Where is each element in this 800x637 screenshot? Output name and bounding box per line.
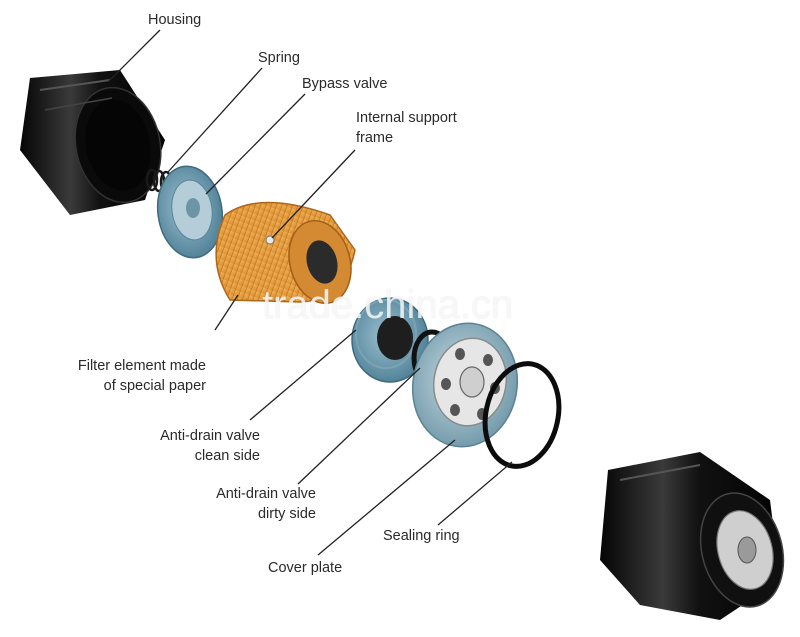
label-filter-element: Filter element made of special paper: [78, 356, 206, 396]
label-cover-plate: Cover plate: [268, 560, 343, 576]
label-anti-drain-valve-clean-line1: Anti-drain valve: [160, 428, 260, 444]
label-anti-drain-valve-clean-line2: clean side: [194, 448, 260, 464]
anti-drain-valve-clean-part: [351, 297, 429, 383]
label-internal-support-frame-line2: frame: [356, 130, 394, 146]
label-filter-element-line1: Filter element made: [77, 358, 206, 374]
bypass-valve-part: [156, 165, 224, 259]
housing-part: [20, 70, 165, 215]
label-anti-drain-valve-clean: Anti-drain valve clean side: [160, 426, 260, 466]
label-sealing-ring: Sealing ring: [383, 528, 460, 544]
watermark-text: trade.china.cn: [262, 283, 514, 327]
label-filter-element-line2: of special paper: [103, 378, 206, 394]
label-internal-support-frame: Internal support frame: [356, 108, 457, 148]
label-spring: Spring: [258, 50, 300, 66]
label-anti-drain-valve-dirty-line1: Anti-drain valve: [216, 486, 316, 502]
label-housing: Housing: [148, 12, 202, 28]
label-anti-drain-valve-dirty-line2: dirty side: [257, 506, 316, 522]
assembled-filter-part: [600, 452, 785, 620]
leader-lines: [107, 29, 513, 556]
filter-element-part: [215, 201, 356, 305]
label-internal-support-frame-line1: Internal support: [356, 110, 457, 126]
sealing-ring-part: [482, 361, 562, 469]
label-anti-drain-valve-dirty: Anti-drain valve dirty side: [216, 484, 316, 524]
label-bypass-valve: Bypass valve: [302, 76, 388, 92]
